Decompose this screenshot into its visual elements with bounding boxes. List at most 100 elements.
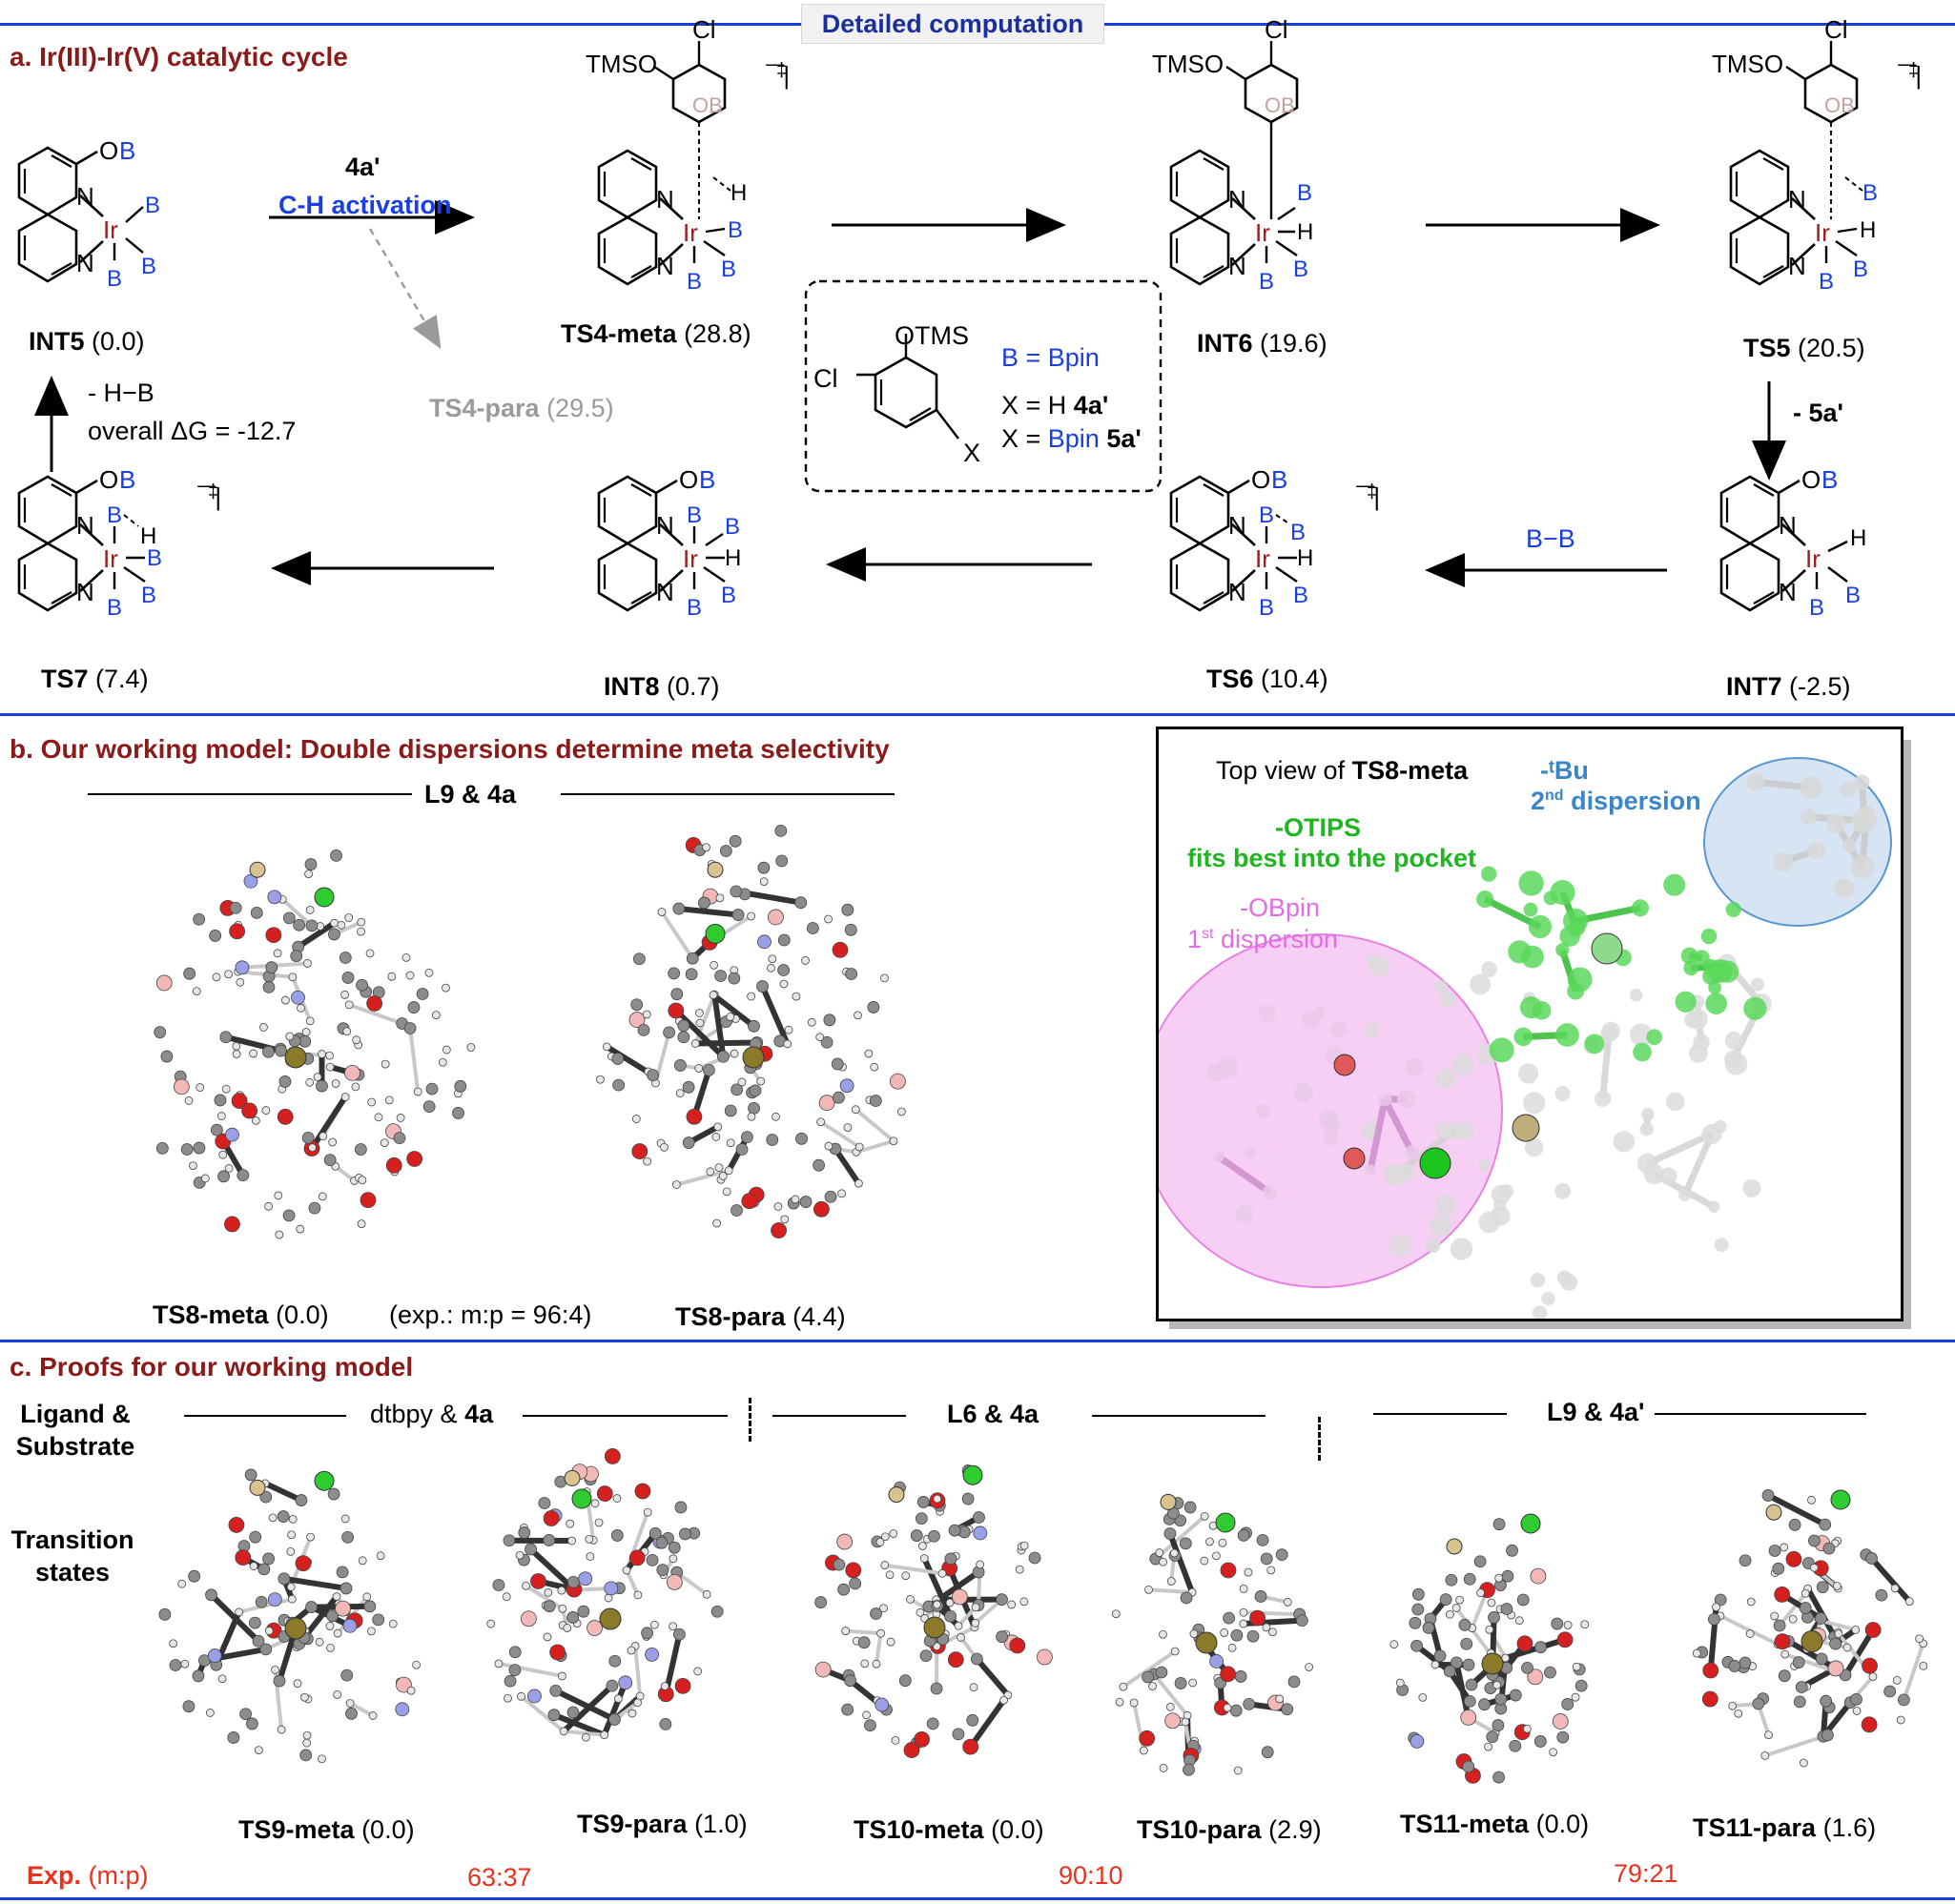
- atom: [1389, 1640, 1399, 1649]
- atom: [759, 877, 769, 887]
- int6-label: INT6 (19.6): [1197, 329, 1327, 358]
- atom: [613, 1694, 623, 1704]
- atom: [1155, 1548, 1164, 1557]
- atom: [643, 1507, 652, 1517]
- atom: [1223, 1611, 1236, 1625]
- atom: [608, 1654, 622, 1668]
- atom: [492, 1579, 505, 1591]
- atom: [600, 1730, 609, 1740]
- svg-text:OB: OB: [1824, 93, 1855, 117]
- ts8-para-label: TS8-para (4.4): [675, 1302, 846, 1331]
- atom: [660, 1142, 669, 1152]
- atom: [669, 1554, 678, 1564]
- atom: [1476, 1588, 1485, 1598]
- atom: [643, 1157, 652, 1166]
- atom: [633, 1698, 642, 1708]
- chlorine-atom: [1830, 1489, 1851, 1510]
- atom: [1500, 1603, 1513, 1615]
- atom: [1752, 1697, 1765, 1710]
- svg-text:O: O: [99, 465, 118, 494]
- atom: [714, 1163, 724, 1173]
- atom: [287, 1594, 297, 1604]
- atom: [273, 949, 282, 958]
- ts8-meta-label: TS8-meta (0.0): [153, 1300, 329, 1329]
- atom: [277, 1725, 286, 1734]
- atom: [1230, 1628, 1244, 1642]
- atom: [224, 1216, 240, 1233]
- atom: [1702, 1662, 1719, 1679]
- atom: [323, 1154, 337, 1167]
- svg-text:Ir: Ir: [1805, 544, 1821, 573]
- legend-x-h: X = H 4a': [1001, 391, 1109, 420]
- atom: [239, 1708, 252, 1721]
- atom: [422, 1100, 436, 1114]
- atom: [1559, 926, 1580, 947]
- bond: [283, 1575, 347, 1591]
- atom: [342, 1027, 352, 1036]
- atom: [287, 1530, 297, 1540]
- atom: [714, 970, 728, 982]
- atom: [1793, 1695, 1806, 1709]
- atom: [193, 912, 206, 926]
- atom: [1708, 962, 1727, 981]
- atom: [264, 1201, 273, 1211]
- atom: [304, 858, 318, 870]
- atom: [1329, 1021, 1347, 1038]
- atom: [1164, 1712, 1182, 1730]
- atom: [244, 1468, 257, 1482]
- atom: [813, 1200, 830, 1218]
- atom: [235, 960, 250, 975]
- atom: [1659, 1167, 1677, 1185]
- svg-text:‡: ‡: [1908, 60, 1919, 81]
- c-g3-rule-right: [1655, 1413, 1866, 1415]
- atom: [1439, 1593, 1452, 1607]
- atom: [685, 968, 698, 981]
- atom: [344, 1064, 360, 1081]
- atom: [520, 1610, 537, 1628]
- atom: [264, 1627, 274, 1635]
- atom: [183, 967, 196, 980]
- atom: [824, 1141, 833, 1151]
- atom: [259, 1643, 273, 1656]
- atom: [1509, 1739, 1522, 1752]
- svg-text:N: N: [656, 578, 674, 606]
- bond: [1367, 1098, 1389, 1172]
- atom: [1688, 1043, 1708, 1063]
- atom: [951, 1588, 968, 1606]
- row-label-ts: Transition states: [10, 1525, 134, 1587]
- atom: [851, 1105, 860, 1115]
- atom: [1808, 1534, 1821, 1547]
- atom: [442, 1045, 451, 1054]
- c-g2-rule-left: [772, 1415, 906, 1417]
- atom: [737, 1077, 747, 1087]
- atom: [1815, 1652, 1828, 1666]
- atom: [1275, 1694, 1285, 1704]
- atom: [1801, 1588, 1810, 1598]
- atom: [1473, 1555, 1487, 1568]
- atom: [1509, 1689, 1522, 1702]
- atom: [250, 906, 263, 919]
- atom: [1523, 902, 1538, 917]
- atom: [344, 913, 354, 922]
- atom: [1594, 1090, 1612, 1107]
- atom: [543, 1510, 560, 1526]
- atom: [1239, 1619, 1248, 1628]
- atom: [352, 1035, 361, 1045]
- atom: [864, 1049, 874, 1058]
- atom: [1142, 1670, 1155, 1684]
- atom: [668, 1541, 681, 1554]
- atom: [712, 1218, 721, 1228]
- atom: [891, 1735, 900, 1745]
- atom: [1183, 1501, 1197, 1514]
- atom: [729, 834, 742, 848]
- atom: [670, 988, 684, 1001]
- atom: [710, 960, 719, 970]
- atom: [210, 1123, 223, 1136]
- atom: [1714, 1593, 1727, 1607]
- atom: [628, 1549, 646, 1566]
- atom: [1834, 879, 1850, 895]
- atom: [602, 1042, 611, 1052]
- atom: [1217, 1056, 1239, 1078]
- atom: [278, 1075, 292, 1088]
- atom: [246, 1717, 258, 1730]
